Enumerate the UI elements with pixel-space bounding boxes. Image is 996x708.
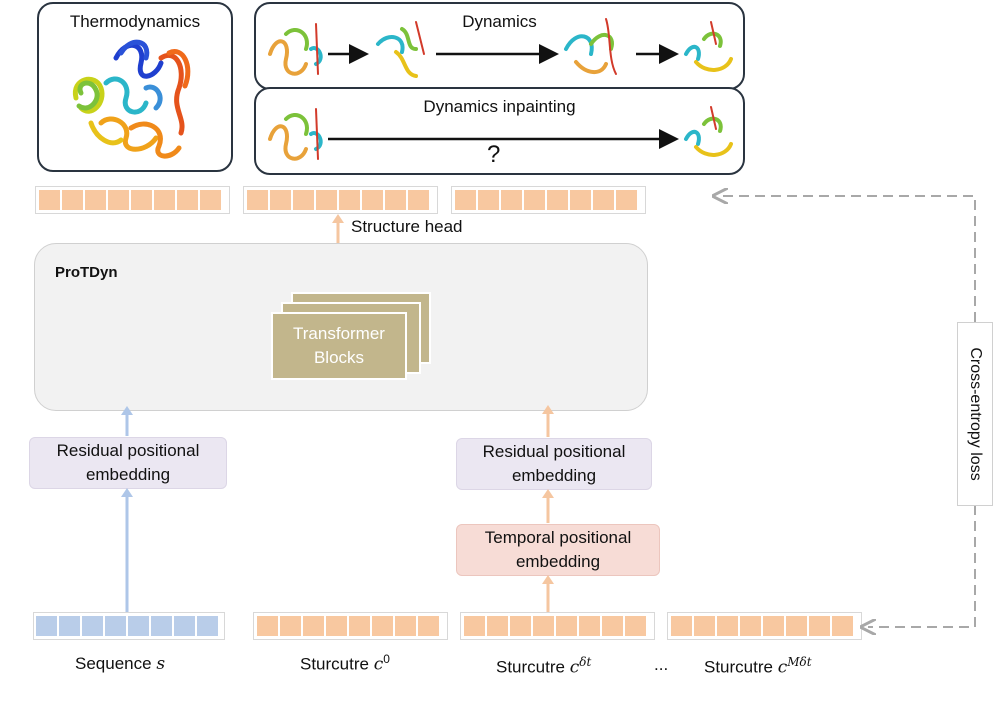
temporal-embedding: Temporal positional embedding bbox=[456, 524, 660, 576]
dynamics-panel: Dynamics bbox=[254, 2, 745, 90]
structure-dt-tokens bbox=[460, 612, 655, 640]
structure0-tokens bbox=[253, 612, 448, 640]
structure0-label: Sturcutre c0 bbox=[300, 652, 390, 675]
structure-input-arrow bbox=[542, 575, 554, 613]
residual-embedding-left: Residual positional embedding bbox=[29, 437, 227, 489]
thermodynamics-title: Thermodynamics bbox=[69, 12, 201, 31]
transformer-label-line2: Blocks bbox=[313, 348, 365, 367]
structure-head-label: Structure head bbox=[351, 217, 463, 236]
sequence-tokens bbox=[33, 612, 225, 640]
cross-entropy-loss-box: Cross-entropy loss bbox=[957, 322, 993, 506]
dynamics-inpainting-title: Dynamics inpainting bbox=[423, 97, 576, 116]
temporal-to-residual-arrow bbox=[542, 489, 554, 523]
ellipsis: ... bbox=[654, 655, 669, 674]
protdyn-model-box: ProTDyn Transformer Blocks bbox=[34, 243, 648, 411]
structure-mdt-label: Sturcutre cMδt bbox=[704, 655, 812, 678]
structure-dt-label: Sturcutre cδt bbox=[496, 655, 592, 678]
protein-ensemble-illustration bbox=[72, 39, 191, 159]
structure-head-arrow bbox=[332, 214, 344, 244]
residual-embedding-right: Residual positional embedding bbox=[456, 438, 652, 490]
inpainting-trajectory-illustration bbox=[268, 106, 733, 161]
output-tokens-inpainting bbox=[451, 186, 646, 214]
sequence-input-arrow bbox=[121, 488, 133, 613]
output-tokens-thermo bbox=[35, 186, 230, 214]
cross-entropy-loss-connector bbox=[700, 185, 976, 640]
dynamics-title: Dynamics bbox=[462, 12, 537, 31]
sequence-to-model-arrow bbox=[121, 406, 133, 436]
cross-entropy-loss-label: Cross-entropy loss bbox=[967, 347, 984, 481]
dynamics-trajectory-illustration bbox=[268, 18, 733, 78]
structure-mdt-tokens bbox=[667, 612, 862, 640]
transformer-label-line1: Transformer bbox=[293, 324, 385, 343]
inpainting-unknown-mark: ? bbox=[487, 141, 501, 168]
sequence-label: Sequence s bbox=[75, 654, 166, 674]
thermodynamics-panel: Thermodynamics bbox=[37, 2, 233, 172]
dynamics-inpainting-panel: Dynamics inpainting ? bbox=[254, 87, 745, 175]
structure-to-model-arrow bbox=[542, 405, 554, 437]
transformer-block-front: Transformer Blocks bbox=[271, 312, 407, 380]
protdyn-title: ProTDyn bbox=[55, 264, 118, 281]
output-tokens-dynamics bbox=[243, 186, 438, 214]
